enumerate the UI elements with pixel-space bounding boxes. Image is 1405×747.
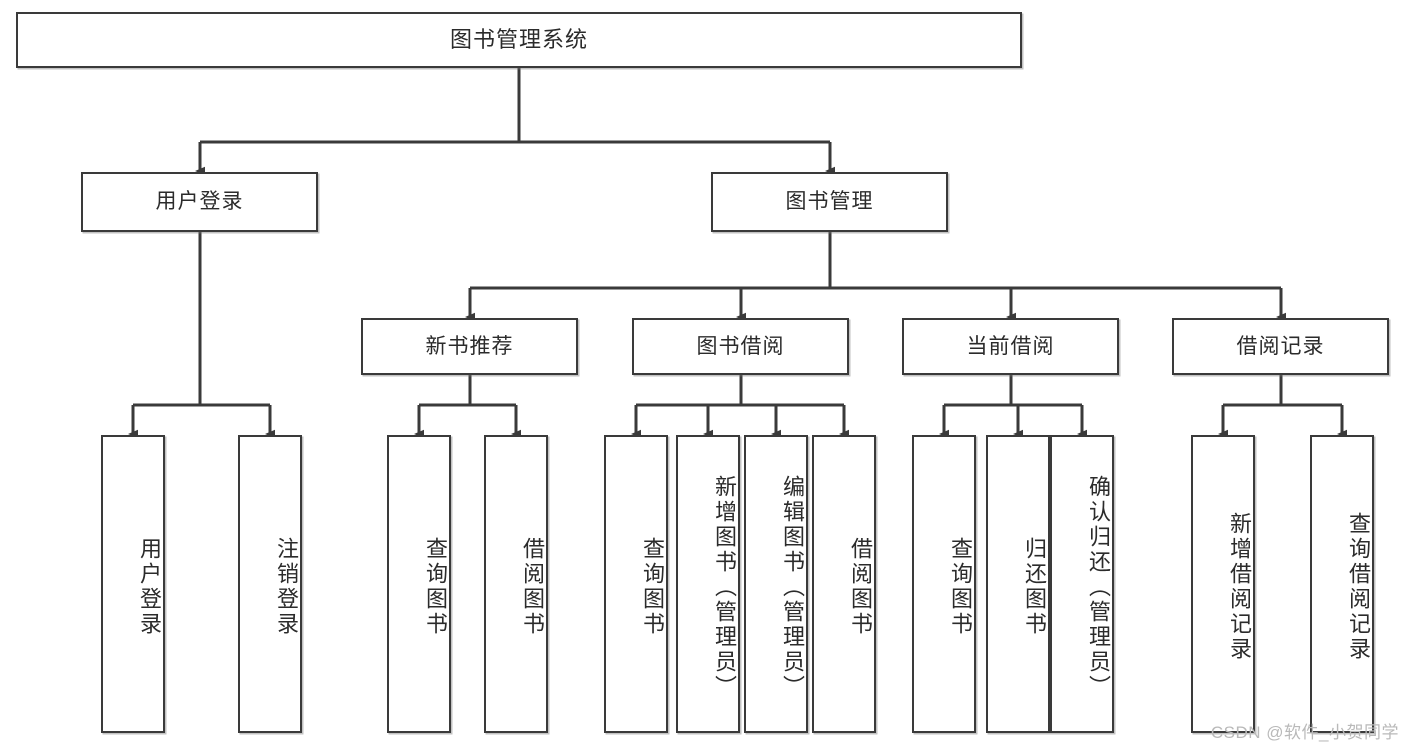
node-leaf-return-book[interactable]: 归还图书: [986, 435, 1050, 733]
node-label: 当前借阅: [966, 334, 1055, 358]
node-book-borrow[interactable]: 图书借阅: [632, 318, 849, 375]
node-root[interactable]: 图书管理系统: [16, 12, 1022, 68]
node-leaf-add-book[interactable]: 新增图书（管理员）: [676, 435, 740, 733]
node-label: 用户登录: [155, 190, 244, 214]
node-label: 归还图书: [1022, 537, 1047, 637]
node-book-manage[interactable]: 图书管理: [711, 172, 948, 232]
node-user-login[interactable]: 用户登录: [81, 172, 318, 232]
node-label: 借阅图书: [848, 537, 873, 637]
node-leaf-user-login[interactable]: 用户登录: [101, 435, 165, 733]
node-leaf-query-book-1[interactable]: 查询图书: [387, 435, 451, 733]
node-leaf-add-record[interactable]: 新增借阅记录: [1191, 435, 1255, 733]
node-label: 借阅记录: [1236, 334, 1325, 358]
node-borrow-record[interactable]: 借阅记录: [1172, 318, 1389, 375]
node-label: 图书管理: [785, 190, 874, 214]
node-leaf-query-record[interactable]: 查询借阅记录: [1310, 435, 1374, 733]
node-leaf-borrow-book-1[interactable]: 借阅图书: [484, 435, 548, 733]
node-label: 查询图书: [423, 537, 448, 637]
node-leaf-confirm-return[interactable]: 确认归还（管理员）: [1050, 435, 1114, 733]
node-label: 编辑图书（管理员）: [780, 474, 805, 700]
node-label: 查询借阅记录: [1346, 512, 1371, 662]
node-leaf-borrow-book-2[interactable]: 借阅图书: [812, 435, 876, 733]
node-current-borrow[interactable]: 当前借阅: [902, 318, 1119, 375]
node-label: 新增图书（管理员）: [712, 474, 737, 700]
node-label: 新增借阅记录: [1227, 512, 1252, 662]
node-new-book-recommend[interactable]: 新书推荐: [361, 318, 578, 375]
node-label: 用户登录: [137, 537, 162, 637]
node-label: 借阅图书: [520, 537, 545, 637]
node-leaf-edit-book[interactable]: 编辑图书（管理员）: [744, 435, 808, 733]
node-leaf-query-book-2[interactable]: 查询图书: [604, 435, 668, 733]
node-label: 新书推荐: [425, 334, 514, 358]
node-label: 注销登录: [274, 537, 299, 637]
node-leaf-logout[interactable]: 注销登录: [238, 435, 302, 733]
node-leaf-query-book-3[interactable]: 查询图书: [912, 435, 976, 733]
node-label: 查询图书: [640, 537, 665, 637]
watermark-label: CSDN @软件_小贺同学: [1210, 723, 1399, 742]
node-label: 查询图书: [948, 537, 973, 637]
node-label: 图书借阅: [696, 334, 785, 358]
node-label: 确认归还（管理员）: [1086, 474, 1111, 700]
node-label: 图书管理系统: [449, 26, 588, 52]
